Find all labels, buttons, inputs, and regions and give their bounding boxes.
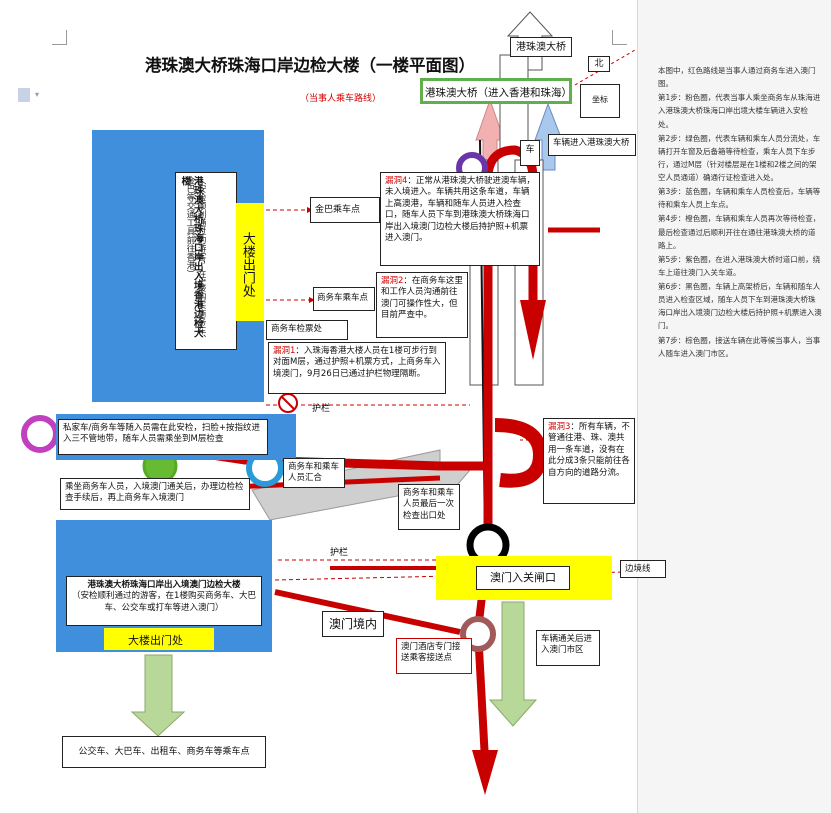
page-corner-mark bbox=[52, 30, 67, 45]
loophole1-box: 漏洞1：入珠海香港大楼人员在1楼可步行到对面M层，通过护照+机票方式，上商务车入… bbox=[268, 342, 446, 394]
note-7: 第7步：棕色圈，接送车辆在此等候当事人，当事人随车进入澳门市区。 bbox=[658, 335, 821, 358]
hk-exit-box bbox=[236, 203, 264, 321]
note-2: 第2步：绿色圈，代表车辆和乘车人员分流处，车辆打开车窗及后备箱等待检查，乘车人员… bbox=[658, 133, 821, 182]
commercial-ticket: 商务车检票处 bbox=[271, 324, 323, 334]
note-3: 第3步：蓝色圈，车辆和乘车人员检查后，车辆等待和乘车人员上车点。 bbox=[658, 187, 821, 210]
note-1: 第1步：粉色圈，代表当事人乘坐商务车从珠海进入港珠澳大桥珠海口岸出境大楼车辆进入… bbox=[658, 93, 821, 129]
loophole3-text: ：所有车辆，不管通往港、珠、澳共用一条车道，没有在此分成3条只能前往各自方向的道… bbox=[548, 422, 630, 478]
vehicle-macau-box: 车辆通关后进入澳门市区 bbox=[536, 630, 600, 666]
loophole2-tag: 漏洞2 bbox=[381, 276, 404, 286]
macau-gate-label: 澳门入关闸口 bbox=[490, 571, 556, 584]
last-check-box: 商务车和乘车人员最后一次检查出口处 bbox=[398, 484, 460, 530]
macau-territory-box: 澳门境内 bbox=[322, 611, 384, 637]
north-box: 北 bbox=[588, 56, 610, 72]
last-check: 商务车和乘车人员最后一次检查出口处 bbox=[403, 488, 455, 521]
loophole4-text: ：正常从港珠澳大桥驶进澳车辆，未入境进入。车辆共用这条车道，车辆上高澳港，车辆和… bbox=[385, 176, 535, 244]
car-label: 车 bbox=[525, 145, 535, 155]
commercial-merge: 商务车和乘车人员汇合 bbox=[288, 462, 340, 484]
loophole2-text: ：在商务车这里和工作人员沟通前往澳门可操作性大，但目前严查中。 bbox=[381, 276, 463, 321]
bridge-entrance-label: 港珠澳大桥（进入香港和珠海） bbox=[425, 87, 572, 99]
note-4: 第4步：橙色圈，车辆和乘车人员再次等待检查，最后检查通过后顺利开往在通往港珠澳大… bbox=[658, 214, 821, 250]
green-arrow-left bbox=[130, 654, 186, 737]
doc-icon[interactable] bbox=[18, 88, 30, 102]
page-subtitle: （当事人乘车路线） bbox=[300, 94, 382, 104]
macau-exit-label: 大楼出门处 bbox=[128, 634, 183, 647]
step1-circle bbox=[21, 415, 59, 453]
vehicle-enter-bridge-box: 车辆进入港珠澳大桥 bbox=[548, 134, 636, 156]
macau-building-title: 港珠澳大桥珠海口岸出入境澳门边检大楼 bbox=[87, 580, 241, 590]
guardrail-lower: 护栏 bbox=[330, 548, 349, 558]
red-swirl bbox=[494, 418, 548, 488]
commercial-stop: 商务车乘车点 bbox=[317, 293, 369, 303]
macau-territory: 澳门境内 bbox=[328, 617, 377, 631]
hotel-shuttle-box: 澳门酒店专门接送乘客接送点 bbox=[396, 638, 472, 674]
bottom-transport: 公交车、大巴车、出租车、商务车等乘车点 bbox=[78, 747, 250, 757]
commercial-ticket-box: 商务车检票处 bbox=[266, 320, 348, 340]
note-6: 第6步：黑色圈，车辆上高架桥后，车辆和随车人员进入检查区域，随车人员下车到港珠澳… bbox=[658, 282, 822, 331]
red-route-up-arrow bbox=[520, 300, 546, 360]
step-notes: 本图中，红色路线是当事人通过商务车进入澳门图。 第1步：粉色圈，代表当事人乘坐商… bbox=[658, 64, 822, 361]
jinba-stop-box: 金巴乘车点 bbox=[310, 197, 380, 223]
macau-building-note: （安检顺利通过的游客，在1楼购买商务车、大巴车、公交车或打车等进入澳门） bbox=[72, 591, 256, 613]
loophole1-tag: 漏洞1 bbox=[273, 346, 296, 356]
loophole4-tag: 漏洞4 bbox=[385, 176, 408, 186]
macau-exit-box bbox=[104, 628, 214, 650]
hk-building-title: 港珠澳大桥珠海口岸出入境香港边检大楼 bbox=[179, 176, 203, 338]
north-label: 北 bbox=[594, 59, 604, 69]
page-title: 港珠澳大桥珠海口岸边检大楼（一楼平面图） bbox=[145, 56, 475, 75]
bridge-entrance-box: 港珠澳大桥（进入香港和珠海） bbox=[420, 78, 572, 104]
loophole4-box: 漏洞4：正常从港珠澳大桥驶进澳车辆，未入境进入。车辆共用这条车道，车辆上高澳港，… bbox=[380, 172, 540, 266]
notes-panel bbox=[637, 0, 831, 813]
loophole3-box: 漏洞3：所有车辆，不管通往港、珠、澳共用一条车道，没有在此分成3条只能前往各自方… bbox=[543, 418, 635, 504]
private-car-note-box: 私家车/商务车等随入员需在此安检，扫脸+按指纹进入三不管地带，随车人员需乘坐到M… bbox=[58, 419, 268, 455]
macau-building-label: 港珠澳大桥珠海口岸出入境澳门边检大楼 （安检顺利通过的游客，在1楼购买商务车、大… bbox=[66, 576, 262, 626]
border-line-label: 边境线 bbox=[625, 564, 651, 574]
car-lane-box: 车 bbox=[520, 140, 540, 166]
vehicle-enter-bridge: 车辆进入港珠澳大桥 bbox=[553, 138, 630, 148]
green-arrow-right bbox=[488, 601, 538, 727]
hk-exit-label: 大楼出门处 bbox=[239, 232, 255, 297]
booth-label: 坐标 bbox=[592, 95, 608, 104]
hk-building-note: （安检顺利通过的游客，在1楼购买商务车、金巴等交通工具前往香港） bbox=[185, 176, 207, 343]
private-car-note: 私家车/商务车等随入员需在此安检，扫脸+按指纹进入三不管地带，随车人员需乘坐到M… bbox=[63, 423, 260, 445]
chevron-down-icon[interactable]: ▾ bbox=[35, 90, 40, 99]
booth-box: 坐标 bbox=[580, 84, 620, 118]
red-route-down-arrow bbox=[472, 750, 498, 795]
note-0: 本图中，红色路线是当事人通过商务车进入澳门图。 bbox=[658, 66, 816, 89]
vehicle-macau: 车辆通关后进入澳门市区 bbox=[541, 634, 593, 656]
loophole3-tag: 漏洞3 bbox=[548, 422, 571, 432]
bottom-transport-box: 公交车、大巴车、出租车、商务车等乘车点 bbox=[62, 736, 266, 768]
jinba-stop: 金巴乘车点 bbox=[315, 205, 361, 215]
note-5: 第5步：紫色圈，在进入港珠澳大桥时道口前，绕车上道往澳门入关车道。 bbox=[658, 254, 821, 277]
hotel-shuttle: 澳门酒店专门接送乘客接送点 bbox=[401, 642, 461, 664]
page-corner-mark-right bbox=[612, 30, 627, 45]
commercial-stop-box: 商务车乘车点 bbox=[313, 287, 375, 311]
loophole2-box: 漏洞2：在商务车这里和工作人员沟通前往澳门可操作性大，但目前严查中。 bbox=[376, 272, 468, 338]
commercial-riders-box: 乘坐商务车人员，入境澳门通关后，办理边检检查手续后，再上商务车入境澳门 bbox=[60, 478, 250, 510]
commercial-merge-box: 商务车和乘车人员汇合 bbox=[283, 458, 345, 488]
loophole1-text: ：入珠海香港大楼人员在1楼可步行到对面M层，通过护照+机票方式，上商务车入境澳门… bbox=[273, 346, 441, 379]
top-bridge-label: 港珠澳大桥 bbox=[516, 42, 566, 53]
top-bridge-box: 港珠澳大桥 bbox=[510, 37, 572, 57]
commercial-riders-note: 乘坐商务车人员，入境澳门通关后，办理边检检查手续后，再上商务车入境澳门 bbox=[65, 482, 244, 504]
hk-building-label: 港珠澳大桥珠海口岸出入境香港边检大楼 bbox=[175, 172, 237, 350]
macau-gate-label-box: 澳门入关闸口 bbox=[476, 566, 570, 590]
guardrail-upper: 护栏 bbox=[312, 404, 331, 414]
border-line-box: 边境线 bbox=[620, 560, 666, 578]
